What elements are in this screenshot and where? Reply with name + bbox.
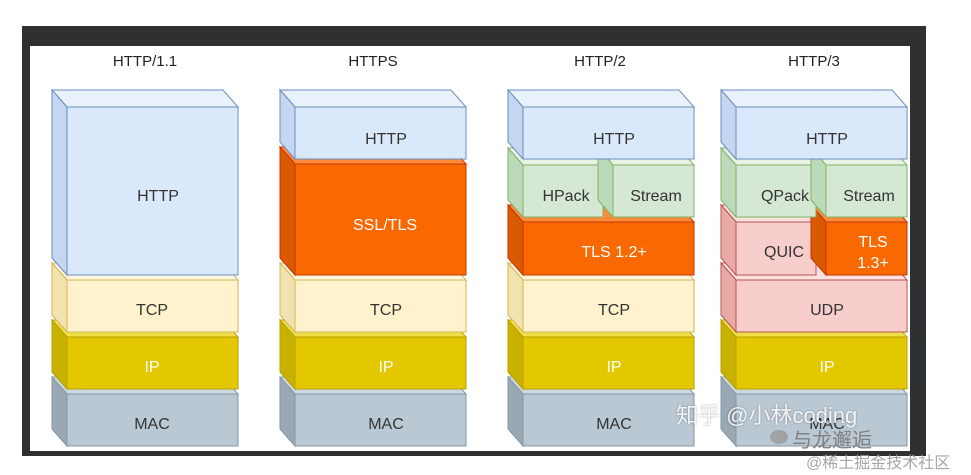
watermark-wechat: 与龙邂逅 [792, 430, 872, 452]
label-http: HTTP [806, 131, 848, 148]
wechat-icon [770, 430, 788, 444]
layer-ssl-tls: SSL/TLS [278, 145, 468, 277]
label-mac: MAC [809, 416, 845, 433]
label-tcp: TCP [370, 302, 402, 319]
label-tls-line1: TLS [858, 234, 887, 251]
label-ssl-tls: SSL/TLS [353, 217, 417, 234]
label-mac: MAC [596, 416, 632, 433]
label-mac: MAC [368, 416, 404, 433]
label-http: HTTP [593, 131, 635, 148]
layer-http: HTTP [278, 88, 468, 161]
label-qpack: QPack [761, 188, 810, 205]
stack-http2: MAC IP TCP TLS 1.2+ HPack [506, 88, 696, 448]
label-tcp: TCP [598, 302, 630, 319]
column-title-http11: HTTP/1.1 [112, 53, 178, 70]
label-http: HTTP [365, 131, 407, 148]
label-tls: TLS 1.2+ [581, 244, 646, 261]
label-ip: IP [819, 359, 834, 376]
layer-http: HTTP [719, 88, 909, 161]
column-title-http2: HTTP/2 [574, 53, 626, 70]
label-stream: Stream [843, 188, 895, 205]
label-udp: UDP [810, 302, 844, 319]
stack-http3: MAC IP UDP QUIC TLS 1.3+ [719, 88, 909, 448]
label-ip: IP [606, 359, 621, 376]
watermark-juejin: @稀土掘金技术社区 [806, 455, 951, 472]
stack-https: MAC IP TCP SSL/TLS HTTP [278, 88, 468, 448]
label-tls-line2: 1.3+ [857, 255, 889, 272]
layer-tls: TLS 1.3+ [809, 203, 909, 277]
layer-stream: Stream [596, 146, 696, 219]
label-mac: MAC [134, 416, 170, 433]
label-ip: IP [144, 359, 159, 376]
watermark-zhihu: 知乎 @小林coding [676, 403, 858, 428]
label-http: HTTP [137, 188, 179, 205]
label-stream: Stream [630, 188, 682, 205]
label-ip: IP [378, 359, 393, 376]
label-hpack: HPack [542, 188, 590, 205]
layer-http: HTTP [50, 88, 240, 277]
stack-http11: MAC IP TCP HTTP [50, 88, 240, 448]
label-quic: QUIC [764, 244, 804, 261]
layer-mac: MAC [719, 375, 909, 448]
column-title-https: HTTPS [348, 53, 398, 70]
column-title-http3: HTTP/3 [788, 53, 840, 70]
label-tcp: TCP [136, 302, 168, 319]
layer-http: HTTP [506, 88, 696, 161]
